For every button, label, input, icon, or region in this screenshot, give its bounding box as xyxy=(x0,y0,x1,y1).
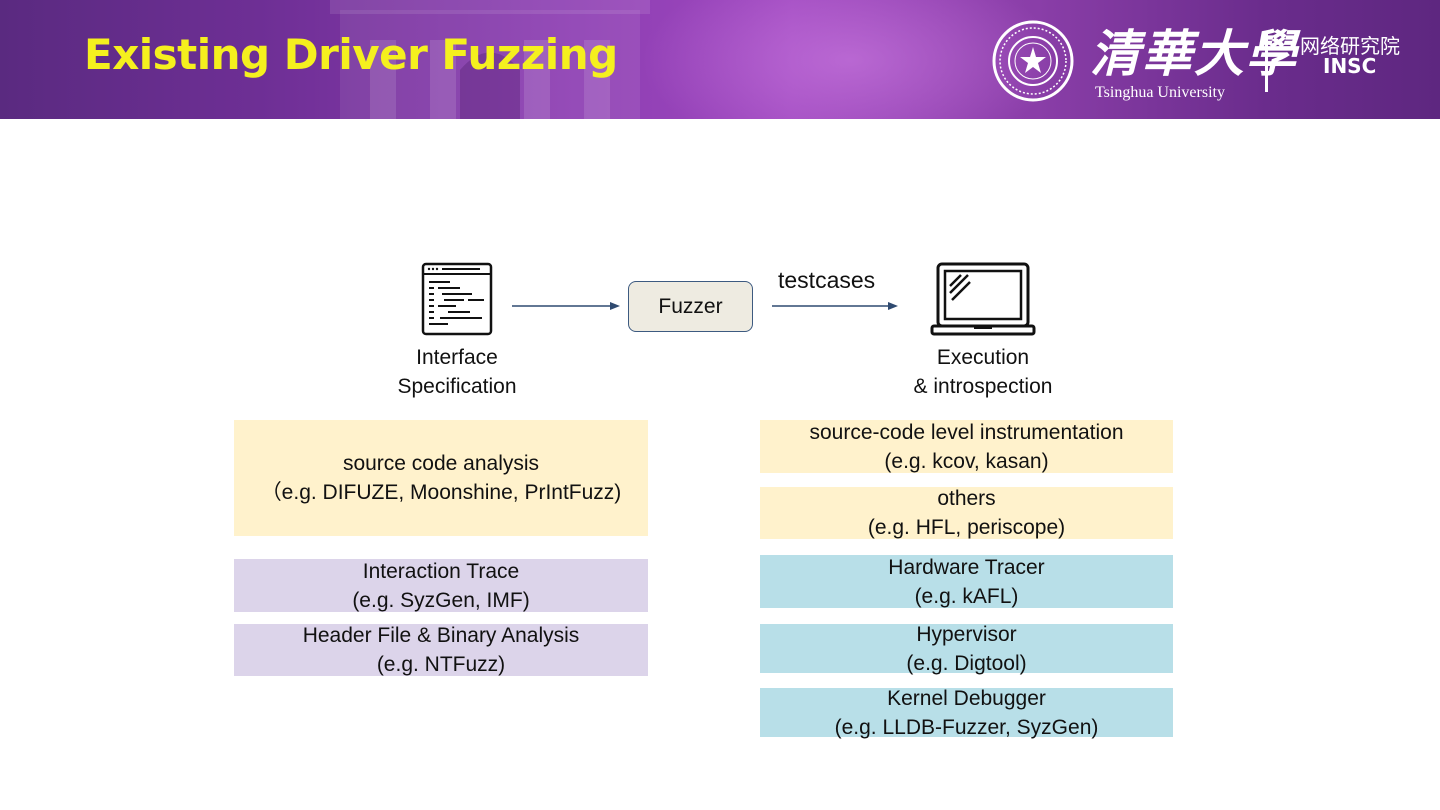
left-box-3-line1: Header File & Binary Analysis xyxy=(302,624,580,647)
right-box-5-line1: Kernel Debugger xyxy=(887,686,1046,710)
left-box-source-code-analysis: source code analysis （e.g. DIFUZE, Moons… xyxy=(234,420,648,536)
left-box-2-line1: Interaction Trace xyxy=(362,559,520,583)
university-seal-icon xyxy=(992,20,1074,102)
right-box-1-line2: (e.g. kcov, kasan) xyxy=(884,449,1049,473)
banner-glow xyxy=(640,0,1060,119)
right-box-instrumentation: source-code level instrumentation (e.g. … xyxy=(760,420,1173,473)
left-box-2-line2: (e.g. SyzGen, IMF) xyxy=(352,588,530,612)
left-box-3-line2: (e.g. NTFuzz) xyxy=(376,653,506,676)
interface-spec-label: Interface Specification xyxy=(357,343,557,401)
right-box-3-line2: (e.g. kAFL) xyxy=(914,584,1019,608)
left-box-interaction-trace: Interaction Trace (e.g. SyzGen, IMF) xyxy=(234,559,648,612)
right-box-hypervisor: Hypervisor (e.g. Digtool) xyxy=(760,623,1173,675)
right-box-1-line1: source-code level instrumentation xyxy=(809,420,1124,444)
right-box-5-line2: (e.g. LLDB-Fuzzer, SyzGen) xyxy=(834,715,1099,739)
code-document-icon xyxy=(421,262,493,336)
right-box-hardware-tracer: Hardware Tracer (e.g. kAFL) xyxy=(760,555,1173,608)
right-box-4-line1: Hypervisor xyxy=(916,622,1017,646)
university-name-cn: 清華大學 xyxy=(1090,24,1298,83)
execution-line2: & introspection xyxy=(913,375,1053,398)
fuzzer-node: Fuzzer xyxy=(628,281,753,332)
arrow-to-execution xyxy=(772,302,898,310)
left-box-header-binary-analysis: Header File & Binary Analysis (e.g. NTFu… xyxy=(234,624,648,676)
testcases-edge-label: testcases xyxy=(778,267,876,293)
right-box-4-line2: (e.g. Digtool) xyxy=(906,651,1027,675)
lab-name-en: INSC xyxy=(1323,54,1377,78)
right-box-3-line1: Hardware Tracer xyxy=(888,555,1045,579)
execution-label: Execution & introspection xyxy=(883,343,1083,401)
execution-line1: Execution xyxy=(936,346,1030,369)
interface-spec-line2: Specification xyxy=(397,375,517,398)
gate-silhouette-icon xyxy=(330,0,650,119)
lab-name-cn: 网络研究院 xyxy=(1300,34,1400,58)
interface-spec-line1: Interface xyxy=(416,346,498,369)
header-banner: Existing Driver Fuzzing 清華大學 Tsinghua Un… xyxy=(0,0,1440,119)
right-box-2-line1: others xyxy=(937,487,996,510)
left-box-1-line1: source code analysis xyxy=(342,452,540,475)
laptop-icon xyxy=(930,262,1036,336)
right-box-others: others (e.g. HFL, periscope) xyxy=(760,487,1173,539)
page-title: Existing Driver Fuzzing xyxy=(84,30,618,79)
right-box-2-line2: (e.g. HFL, periscope) xyxy=(867,516,1066,539)
arrow-to-fuzzer xyxy=(512,302,620,310)
header-divider xyxy=(1265,34,1268,92)
university-name-en: Tsinghua University xyxy=(1095,84,1225,101)
right-box-kernel-debugger: Kernel Debugger (e.g. LLDB-Fuzzer, SyzGe… xyxy=(760,687,1173,739)
left-box-1-line2: （e.g. DIFUZE, Moonshine, PrIntFuzz) xyxy=(260,481,622,504)
